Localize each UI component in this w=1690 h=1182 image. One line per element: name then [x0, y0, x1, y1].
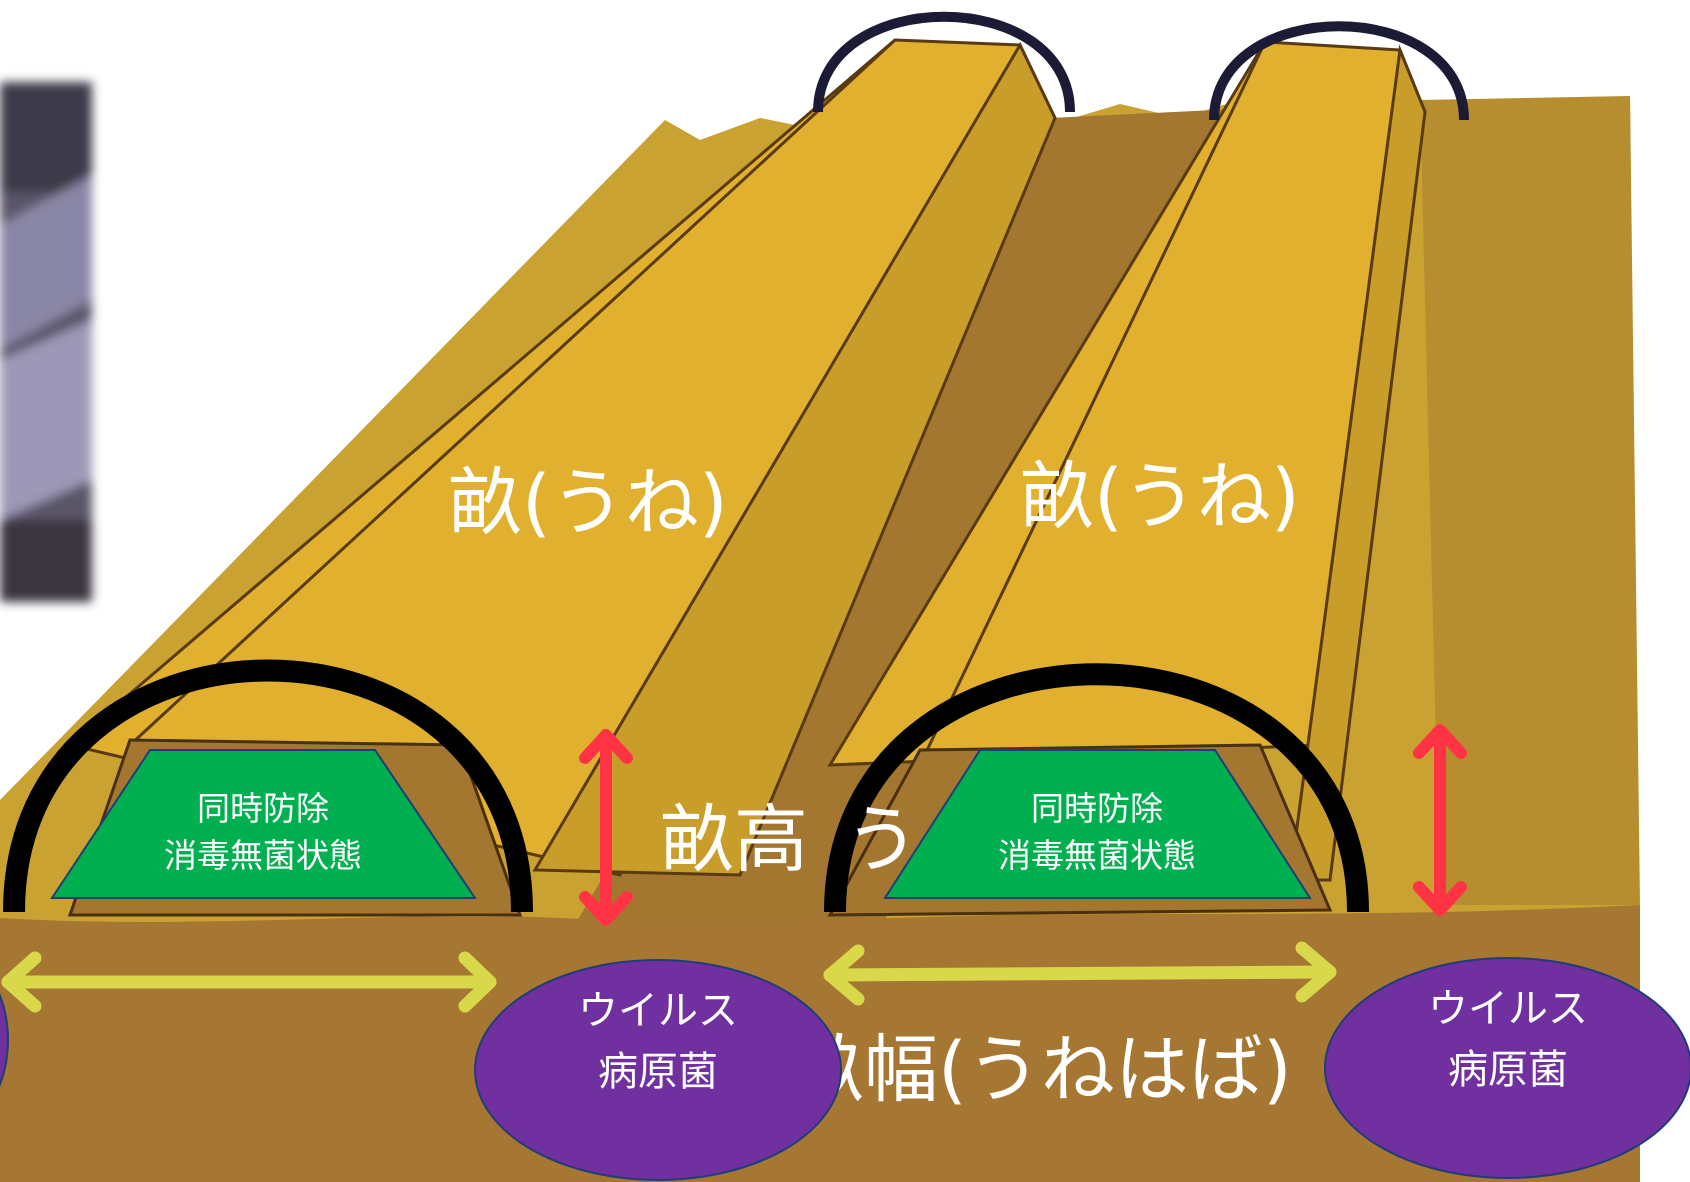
hoop-far-right-icon: [1209, 21, 1469, 121]
pathogen-left-line1: ウイルス: [578, 988, 738, 1034]
disinfection-box-right-line1: 同時防除: [1031, 789, 1163, 828]
disinfection-box-left-line1: 同時防除: [197, 789, 329, 828]
width-arrow-left-icon: [1, 951, 497, 1013]
ridge-label-left: 畝(うね): [448, 460, 728, 546]
ridge-label-right: 畝(うね): [1020, 454, 1300, 540]
width-arrow-right-icon: [823, 941, 1337, 1006]
disinfection-box-left: 同時防除 消毒無菌状態: [50, 749, 477, 899]
disinfection-box-left-line2: 消毒無菌状態: [164, 836, 362, 875]
height-arrow-right-icon: [1413, 724, 1467, 916]
disinfection-box-right-line2: 消毒無菌状態: [998, 836, 1196, 875]
hoop-far-left-icon: [813, 11, 1075, 113]
disinfection-box-right: 同時防除 消毒無菌状態: [883, 749, 1312, 899]
height-arrow-left-icon: [579, 729, 633, 926]
pathogen-edge: [0, 993, 9, 1087]
ridge-width-label: 畝幅(うねはば): [790, 1027, 1292, 1113]
pathogen-circle-left: ウイルス 病原菌: [474, 959, 842, 1181]
ridge-height-label: 畝高: [660, 797, 808, 883]
pathogen-left-line2: 病原菌: [598, 1049, 718, 1095]
pathogen-circle-right: ウイルス 病原菌: [1324, 957, 1690, 1179]
pathogen-right-line1: ウイルス: [1428, 986, 1588, 1032]
pathogen-right-line2: 病原菌: [1448, 1047, 1568, 1093]
hoop-near-left-icon: [3, 659, 533, 913]
ridge-right: [827, 40, 1427, 882]
soil-right-shade: [1420, 96, 1640, 905]
field-photo: [0, 82, 92, 602]
ridge-height-label-partial: う: [845, 797, 919, 883]
hoop-near-right-icon: [824, 663, 1369, 913]
